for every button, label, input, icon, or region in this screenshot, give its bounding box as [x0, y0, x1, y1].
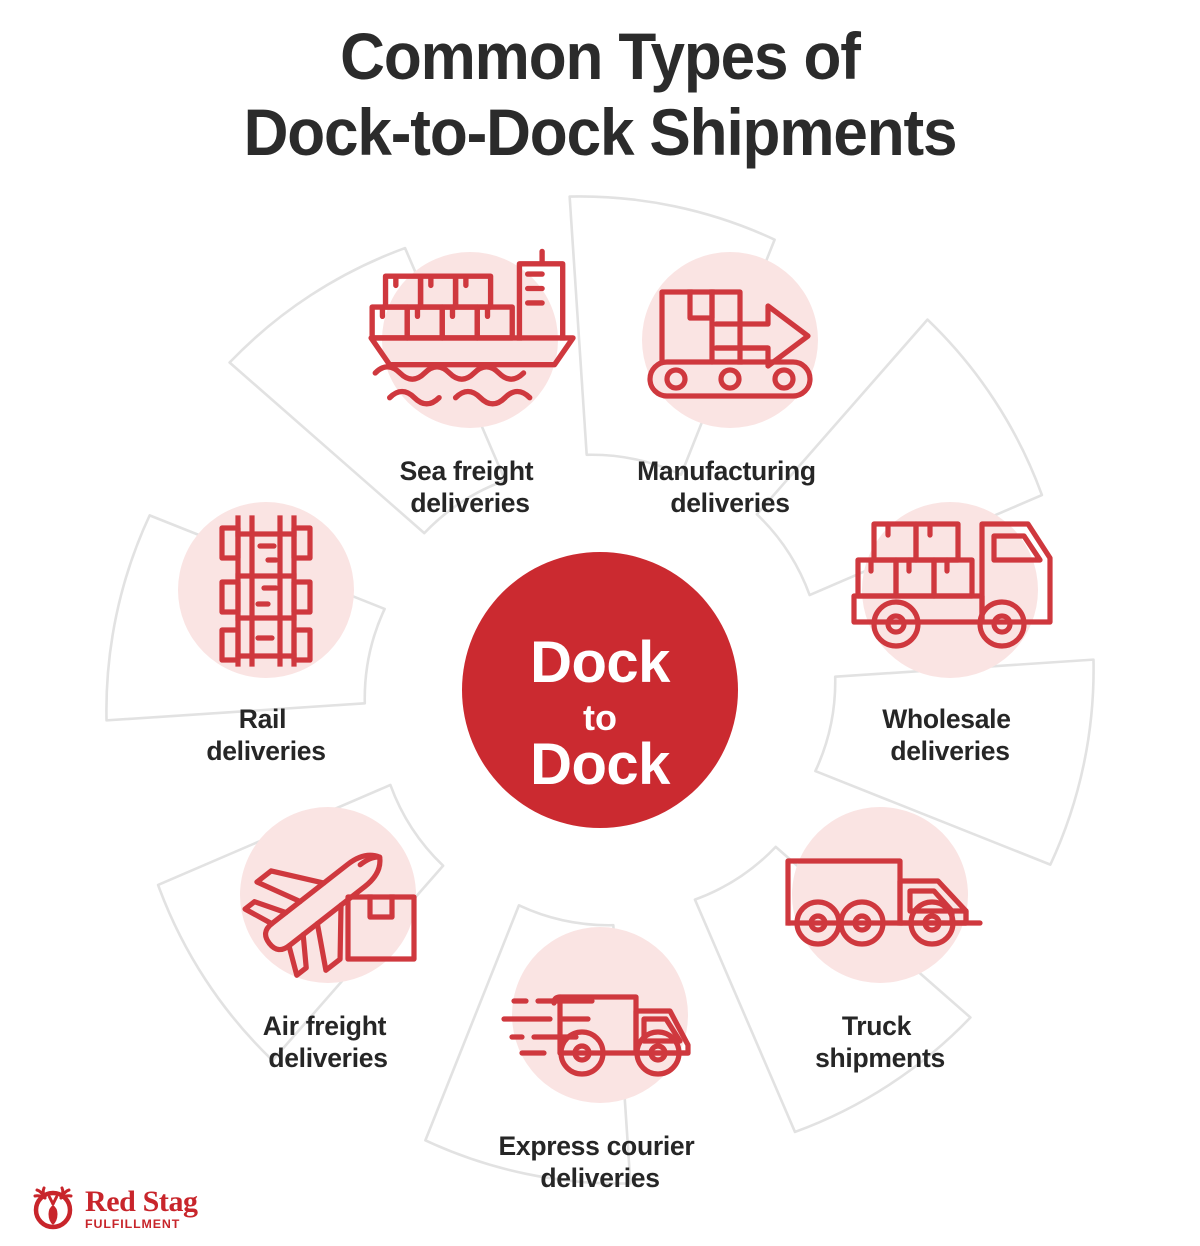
air-freight-icon-disc	[240, 807, 416, 983]
segment-truck-shipments[interactable]: Truck shipments	[785, 807, 983, 1073]
airplane-parcel-icon	[242, 852, 417, 978]
manufacturing-label: Manufacturing deliveries	[637, 456, 823, 518]
page-title-line-1: Common Types of	[340, 19, 861, 93]
logo-name: Red Stag	[85, 1185, 198, 1219]
hub-line-3: Dock	[530, 732, 671, 797]
logo-subtitle: FULFILLMENT	[85, 1217, 181, 1232]
container-ship-icon	[368, 248, 576, 407]
petal-bottom-right[interactable]	[688, 803, 985, 1134]
hub-circle	[462, 552, 738, 828]
speeding-delivery-van-icon	[501, 994, 691, 1077]
segment-sea-freight[interactable]: Sea freight deliveries	[368, 248, 576, 518]
sea-freight-label: Sea freight deliveries	[400, 456, 541, 518]
petal-sea-freight[interactable]	[215, 246, 512, 577]
petal-wholesale[interactable]	[713, 305, 1044, 602]
express-courier-icon-disc	[512, 927, 688, 1103]
segment-rail[interactable]: Rail deliveries	[178, 502, 354, 766]
segment-air-freight[interactable]: Air freight deliveries	[235, 807, 417, 1073]
hub-line-2: to	[583, 697, 617, 738]
truck-shipments-icon-disc	[792, 807, 968, 983]
truck-shipments-label: Truck shipments	[815, 1011, 945, 1073]
segment-express-courier[interactable]: Express courier deliveries	[499, 927, 702, 1190]
petal-truck-shipments[interactable]	[799, 571, 1100, 868]
hub: Dock to Dock	[462, 552, 738, 828]
segment-manufacturing[interactable]: Manufacturing deliveries	[637, 252, 823, 518]
manufacturing-icon-disc	[642, 252, 818, 428]
wholesale-label: Wholesale deliveries	[882, 704, 1017, 766]
conveyor-box-arrow-icon	[647, 289, 813, 399]
flatbed-truck-boxes-icon	[851, 521, 1053, 649]
express-courier-label: Express courier deliveries	[499, 1131, 702, 1190]
dock-to-dock-wheel-diagram: Sea freight deliveries Manufacturing del…	[100, 190, 1100, 1190]
rail-label: Rail deliveries	[206, 704, 325, 766]
page-title: Common Types of Dock-to-Dock Shipments	[0, 18, 1200, 170]
red-stag-fulfillment-logo[interactable]: Red Stag FULFILLMENT	[28, 1180, 258, 1238]
stag-head-icon	[33, 1186, 73, 1230]
air-freight-label: Air freight deliveries	[263, 1011, 393, 1073]
railroad-track-icon	[219, 515, 313, 667]
segment-wholesale[interactable]: Wholesale deliveries	[851, 502, 1053, 766]
hub-line-1: Dock	[530, 630, 671, 695]
box-truck-icon	[785, 858, 983, 947]
page-title-line-2: Dock-to-Dock Shipments	[243, 95, 958, 169]
